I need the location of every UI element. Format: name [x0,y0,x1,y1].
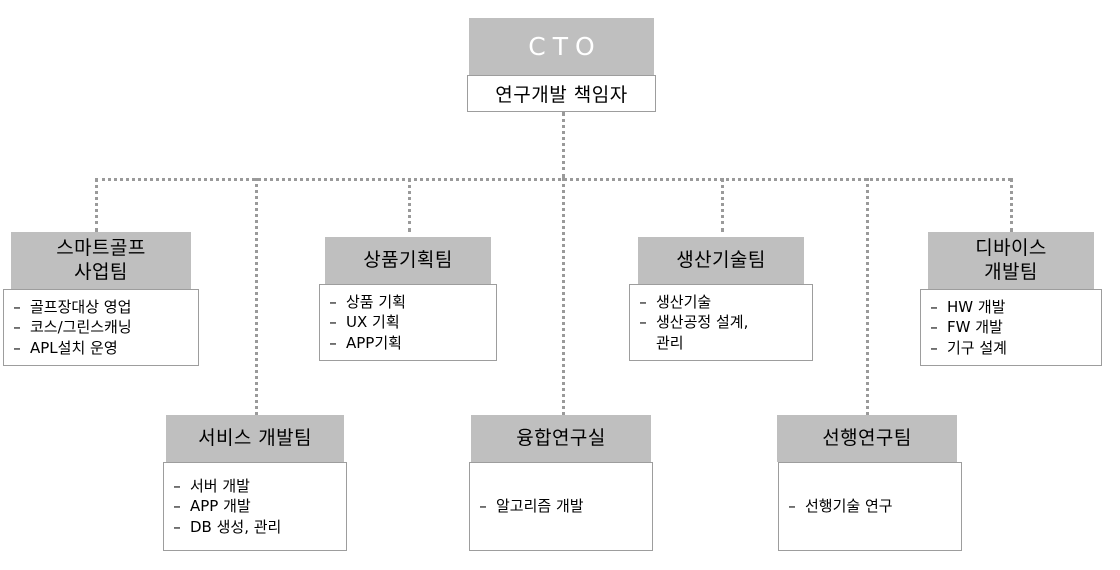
connector-to-team-3 [721,178,724,232]
list-item: – DB 생성, 관리 [164,517,346,537]
list-item-label: 생산공정 설계, 관리 [656,313,749,352]
bullet-dash: – [788,497,796,516]
connector-horizontal-bus [95,178,1011,181]
connector-to-fusion-lab [562,178,565,415]
connector-root-stem [562,112,565,178]
list-item-label: HW 개발 [947,298,1006,317]
node-product-planning-team-title: 상품기획팀 [325,237,491,284]
list-item-label: APP기획 [346,333,402,352]
list-item-label: 골프장대상 영업 [30,298,132,317]
list-item-label: 선행기술 연구 [805,497,893,516]
list-item: – 알고리즘 개발 [470,496,652,516]
connector-to-team-1 [95,178,98,232]
connector-to-team-2 [408,178,411,232]
node-cto-subtitle: 연구개발 책임자 [467,75,656,112]
bullet-dash: – [173,477,181,496]
list-item-label: APP 개발 [190,497,251,516]
bullet-dash: – [329,313,337,332]
bullet-dash: – [930,338,938,357]
list-item-label: 알고리즘 개발 [496,497,584,516]
bullet-dash: – [13,318,21,337]
node-smart-golf-business-team-title: 스마트골프 사업팀 [11,232,191,289]
list-item-label: 기구 설계 [947,338,1007,357]
node-smart-golf-business-team[interactable]: 스마트골프 사업팀 – 골프장대상 영업 – 코스/그린스캐닝 – APL설치 … [3,232,199,366]
node-production-technology-team-body: – 생산기술 – 생산공정 설계, 관리 [629,284,813,361]
list-item: – 기구 설계 [921,338,1101,358]
list-item-label: UX 기획 [346,313,400,332]
list-item: – FW 개발 [921,317,1101,337]
list-item: – HW 개발 [921,297,1101,317]
list-item: – 생산공정 설계, 관리 [630,312,812,353]
bullet-dash: – [479,497,487,516]
bullet-dash: – [329,293,337,312]
list-item-label: APL설치 운영 [30,338,118,357]
node-advanced-research-team[interactable]: 선행연구팀 – 선행기술 연구 [777,415,962,551]
list-item-label: 코스/그린스캐닝 [30,318,132,337]
node-production-technology-team-title: 생산기술팀 [638,237,804,284]
list-item-label: DB 생성, 관리 [190,517,282,536]
node-fusion-research-lab-body: – 알고리즘 개발 [469,462,653,551]
list-item: – 코스/그린스캐닝 [4,317,198,337]
node-advanced-research-team-body: – 선행기술 연구 [778,462,962,551]
bullet-dash: – [329,333,337,352]
list-item: – APP 개발 [164,496,346,516]
node-smart-golf-business-team-body: – 골프장대상 영업 – 코스/그린스캐닝 – APL설치 운영 [3,289,199,366]
node-advanced-research-team-title: 선행연구팀 [777,415,957,462]
list-item: – APP기획 [320,333,496,353]
node-production-technology-team[interactable]: 생산기술팀 – 생산기술 – 생산공정 설계, 관리 [629,237,813,361]
connector-to-team-4 [1010,178,1013,232]
node-service-development-team-body: – 서버 개발 – APP 개발 – DB 생성, 관리 [163,462,347,551]
list-item-label: 서버 개발 [190,477,250,496]
node-product-planning-team-body: – 상품 기획 – UX 기획 – APP기획 [319,284,497,361]
list-item-label: FW 개발 [947,318,1003,337]
node-fusion-research-lab[interactable]: 융합연구실 – 알고리즘 개발 [469,415,653,551]
connector-to-service-team [255,178,258,415]
node-device-development-team[interactable]: 디바이스 개발팀 – HW 개발 – FW 개발 – 기구 설계 [920,232,1102,366]
bullet-dash: – [173,517,181,536]
list-item: – UX 기획 [320,312,496,332]
connector-to-advanced-research-team [866,178,869,415]
node-device-development-team-title: 디바이스 개발팀 [928,232,1094,289]
bullet-dash: – [173,497,181,516]
list-item: – 서버 개발 [164,476,346,496]
list-item-label: 상품 기획 [346,293,406,312]
list-item: – 상품 기획 [320,292,496,312]
list-item: – 생산기술 [630,292,812,312]
bullet-dash: – [639,293,647,312]
bullet-dash: – [930,318,938,337]
list-item: – 선행기술 연구 [779,496,961,516]
list-item: – 골프장대상 영업 [4,297,198,317]
node-device-development-team-body: – HW 개발 – FW 개발 – 기구 설계 [920,289,1102,366]
list-item: – APL설치 운영 [4,338,198,358]
node-cto[interactable]: CTO 연구개발 책임자 [467,18,656,112]
node-fusion-research-lab-title: 융합연구실 [471,415,651,462]
node-product-planning-team[interactable]: 상품기획팀 – 상품 기획 – UX 기획 – APP기획 [319,237,497,361]
node-service-development-team[interactable]: 서비스 개발팀 – 서버 개발 – APP 개발 – DB 생성, 관리 [163,415,347,551]
list-item-label: 생산기술 [656,293,712,312]
bullet-dash: – [639,313,647,332]
bullet-dash: – [13,298,21,317]
node-service-development-team-title: 서비스 개발팀 [166,415,344,462]
bullet-dash: – [13,338,21,357]
bullet-dash: – [930,298,938,317]
node-cto-title: CTO [469,18,654,75]
